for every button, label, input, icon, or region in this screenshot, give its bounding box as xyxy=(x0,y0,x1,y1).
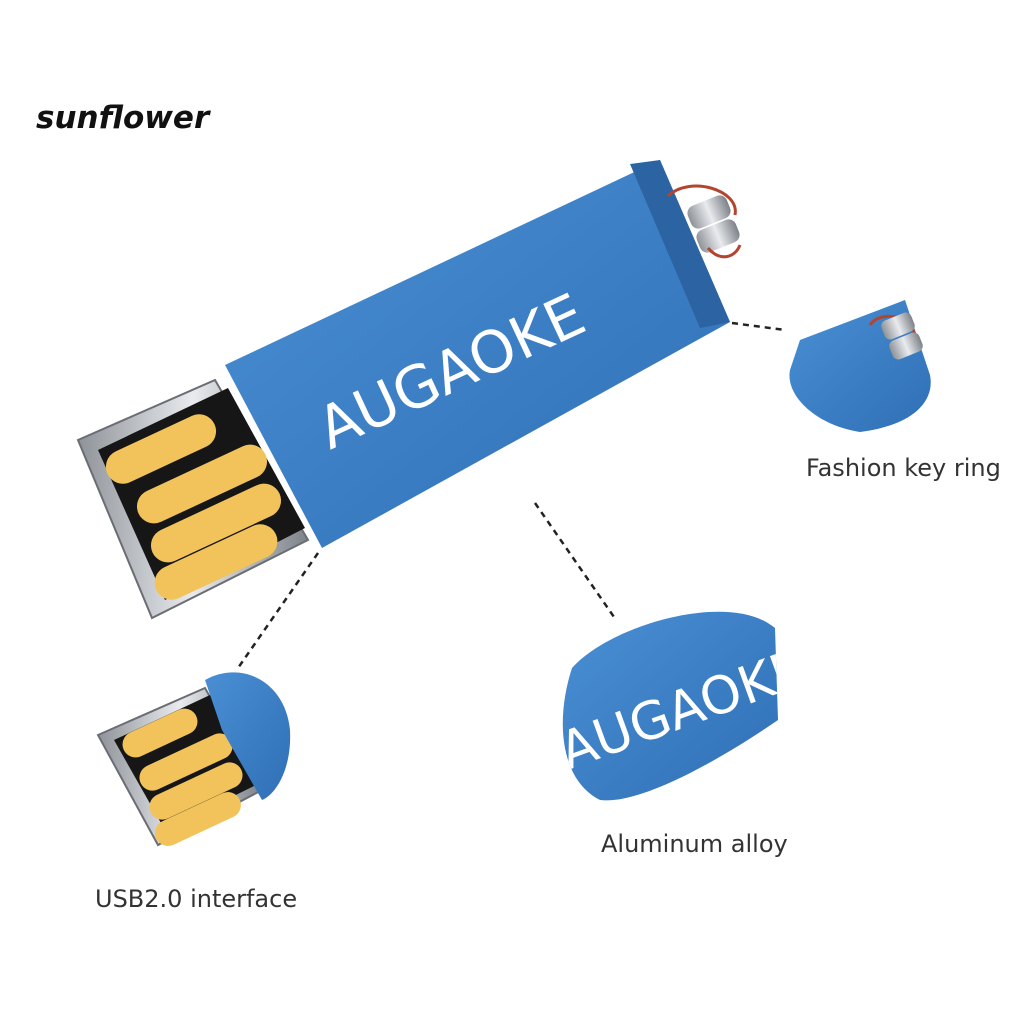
detail-alloy: AUGAOKE xyxy=(562,611,778,801)
gold-contacts xyxy=(105,414,282,600)
leader-lines xyxy=(236,321,786,669)
watermark-logo: sunflower xyxy=(36,100,210,136)
leader-interface xyxy=(236,552,320,669)
detail-interface xyxy=(96,672,291,847)
caption-key-ring: Fashion key ring xyxy=(806,454,1001,482)
caption-alloy: Aluminum alloy xyxy=(601,830,788,858)
detail-key-ring xyxy=(789,300,931,432)
leader-key-ring xyxy=(731,321,786,332)
caption-interface: USB2.0 interface xyxy=(95,885,298,913)
aluminum-body xyxy=(225,160,730,548)
leader-alloy xyxy=(533,502,616,618)
key-ring xyxy=(666,184,742,259)
body-end-cap xyxy=(630,160,730,328)
usb-drive: AUGAOKE xyxy=(76,160,742,620)
